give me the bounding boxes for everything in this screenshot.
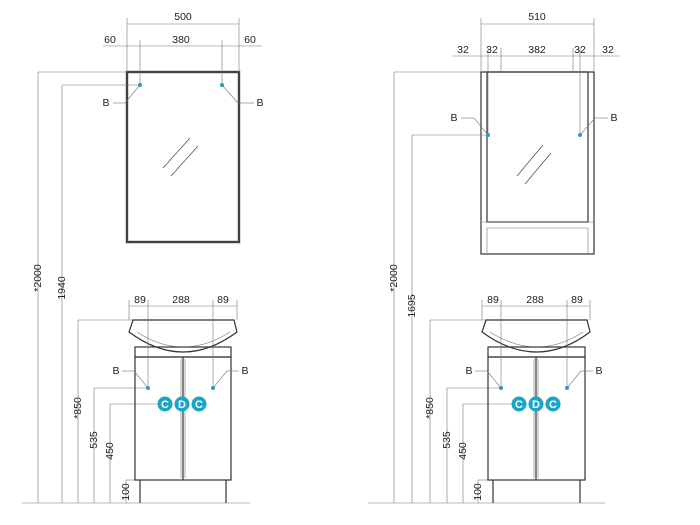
left-connector-c: C bbox=[157, 396, 173, 412]
right-connector-c: C bbox=[545, 396, 561, 412]
left-height-850: *850 bbox=[72, 397, 84, 419]
right-cabinet-mount-span: 288 bbox=[526, 294, 544, 306]
left-mirror-glare-icon bbox=[162, 137, 199, 177]
right-mirror-mount-span: 382 bbox=[528, 44, 546, 56]
left-mirror-offset-right: 60 bbox=[244, 34, 256, 46]
right-vanity-cabinet bbox=[481, 319, 591, 503]
right-mirror-offset-c: 32 bbox=[574, 44, 586, 56]
right-height-2000: *2000 bbox=[388, 264, 400, 292]
right-assembly: 510 32 32 382 32 32 B B *2000 1695 *850 … bbox=[368, 11, 620, 504]
left-height-100: 100 bbox=[120, 483, 132, 501]
left-cabinet-offset-right: 89 bbox=[217, 294, 229, 306]
right-height-450: 450 bbox=[457, 442, 469, 460]
right-mirror-door bbox=[486, 71, 589, 223]
right-mirror-offset-b: 32 bbox=[486, 44, 498, 56]
right-connector-d: D bbox=[528, 396, 544, 412]
right-height-850: *850 bbox=[424, 397, 436, 419]
left-cabinet-label-b: B bbox=[241, 365, 248, 377]
left-cabinet-label-b: B bbox=[112, 365, 119, 377]
right-height-1695: 1695 bbox=[406, 294, 418, 318]
svg-text:C: C bbox=[515, 399, 523, 411]
right-mirror-cabinet bbox=[480, 71, 595, 255]
right-mirror-label-b: B bbox=[610, 112, 617, 124]
left-mirror-width-500: 500 bbox=[174, 11, 192, 23]
left-mirror-offset-left: 60 bbox=[104, 34, 116, 46]
left-cabinet-offset-left: 89 bbox=[134, 294, 146, 306]
left-mirror bbox=[125, 70, 241, 244]
left-mirror-label-b: B bbox=[256, 97, 263, 109]
left-connector-c: C bbox=[191, 396, 207, 412]
svg-text:C: C bbox=[549, 399, 557, 411]
right-connector-c: C bbox=[511, 396, 527, 412]
left-cabinet-mount-span: 288 bbox=[172, 294, 190, 306]
right-cabinet-label-b: B bbox=[595, 365, 602, 377]
right-cabinet-offset-left: 89 bbox=[487, 294, 499, 306]
right-cabinet-label-b: B bbox=[465, 365, 472, 377]
right-mirror-label-b: B bbox=[450, 112, 457, 124]
right-mirror-width-510: 510 bbox=[528, 11, 546, 23]
left-vanity-cabinet bbox=[128, 319, 238, 503]
left-assembly: 500 60 380 60 B B *2000 1940 *850 535 45… bbox=[22, 11, 264, 504]
svg-text:C: C bbox=[161, 399, 169, 411]
right-cabinet-offset-right: 89 bbox=[571, 294, 583, 306]
right-height-100: 100 bbox=[472, 483, 484, 501]
right-mirror-offset-a: 32 bbox=[457, 44, 469, 56]
left-height-1940: 1940 bbox=[56, 276, 68, 300]
right-mirror-glare-icon bbox=[516, 144, 552, 185]
svg-text:C: C bbox=[195, 399, 203, 411]
right-height-535: 535 bbox=[441, 431, 453, 449]
left-mirror-mount-span: 380 bbox=[172, 34, 190, 46]
left-height-450: 450 bbox=[104, 442, 116, 460]
left-mirror-label-b: B bbox=[102, 97, 109, 109]
svg-text:D: D bbox=[532, 399, 540, 411]
left-height-2000: *2000 bbox=[32, 264, 44, 292]
left-height-535: 535 bbox=[88, 431, 100, 449]
left-connector-d: D bbox=[174, 396, 190, 412]
right-mirror-offset-d: 32 bbox=[602, 44, 614, 56]
svg-text:D: D bbox=[178, 399, 186, 411]
